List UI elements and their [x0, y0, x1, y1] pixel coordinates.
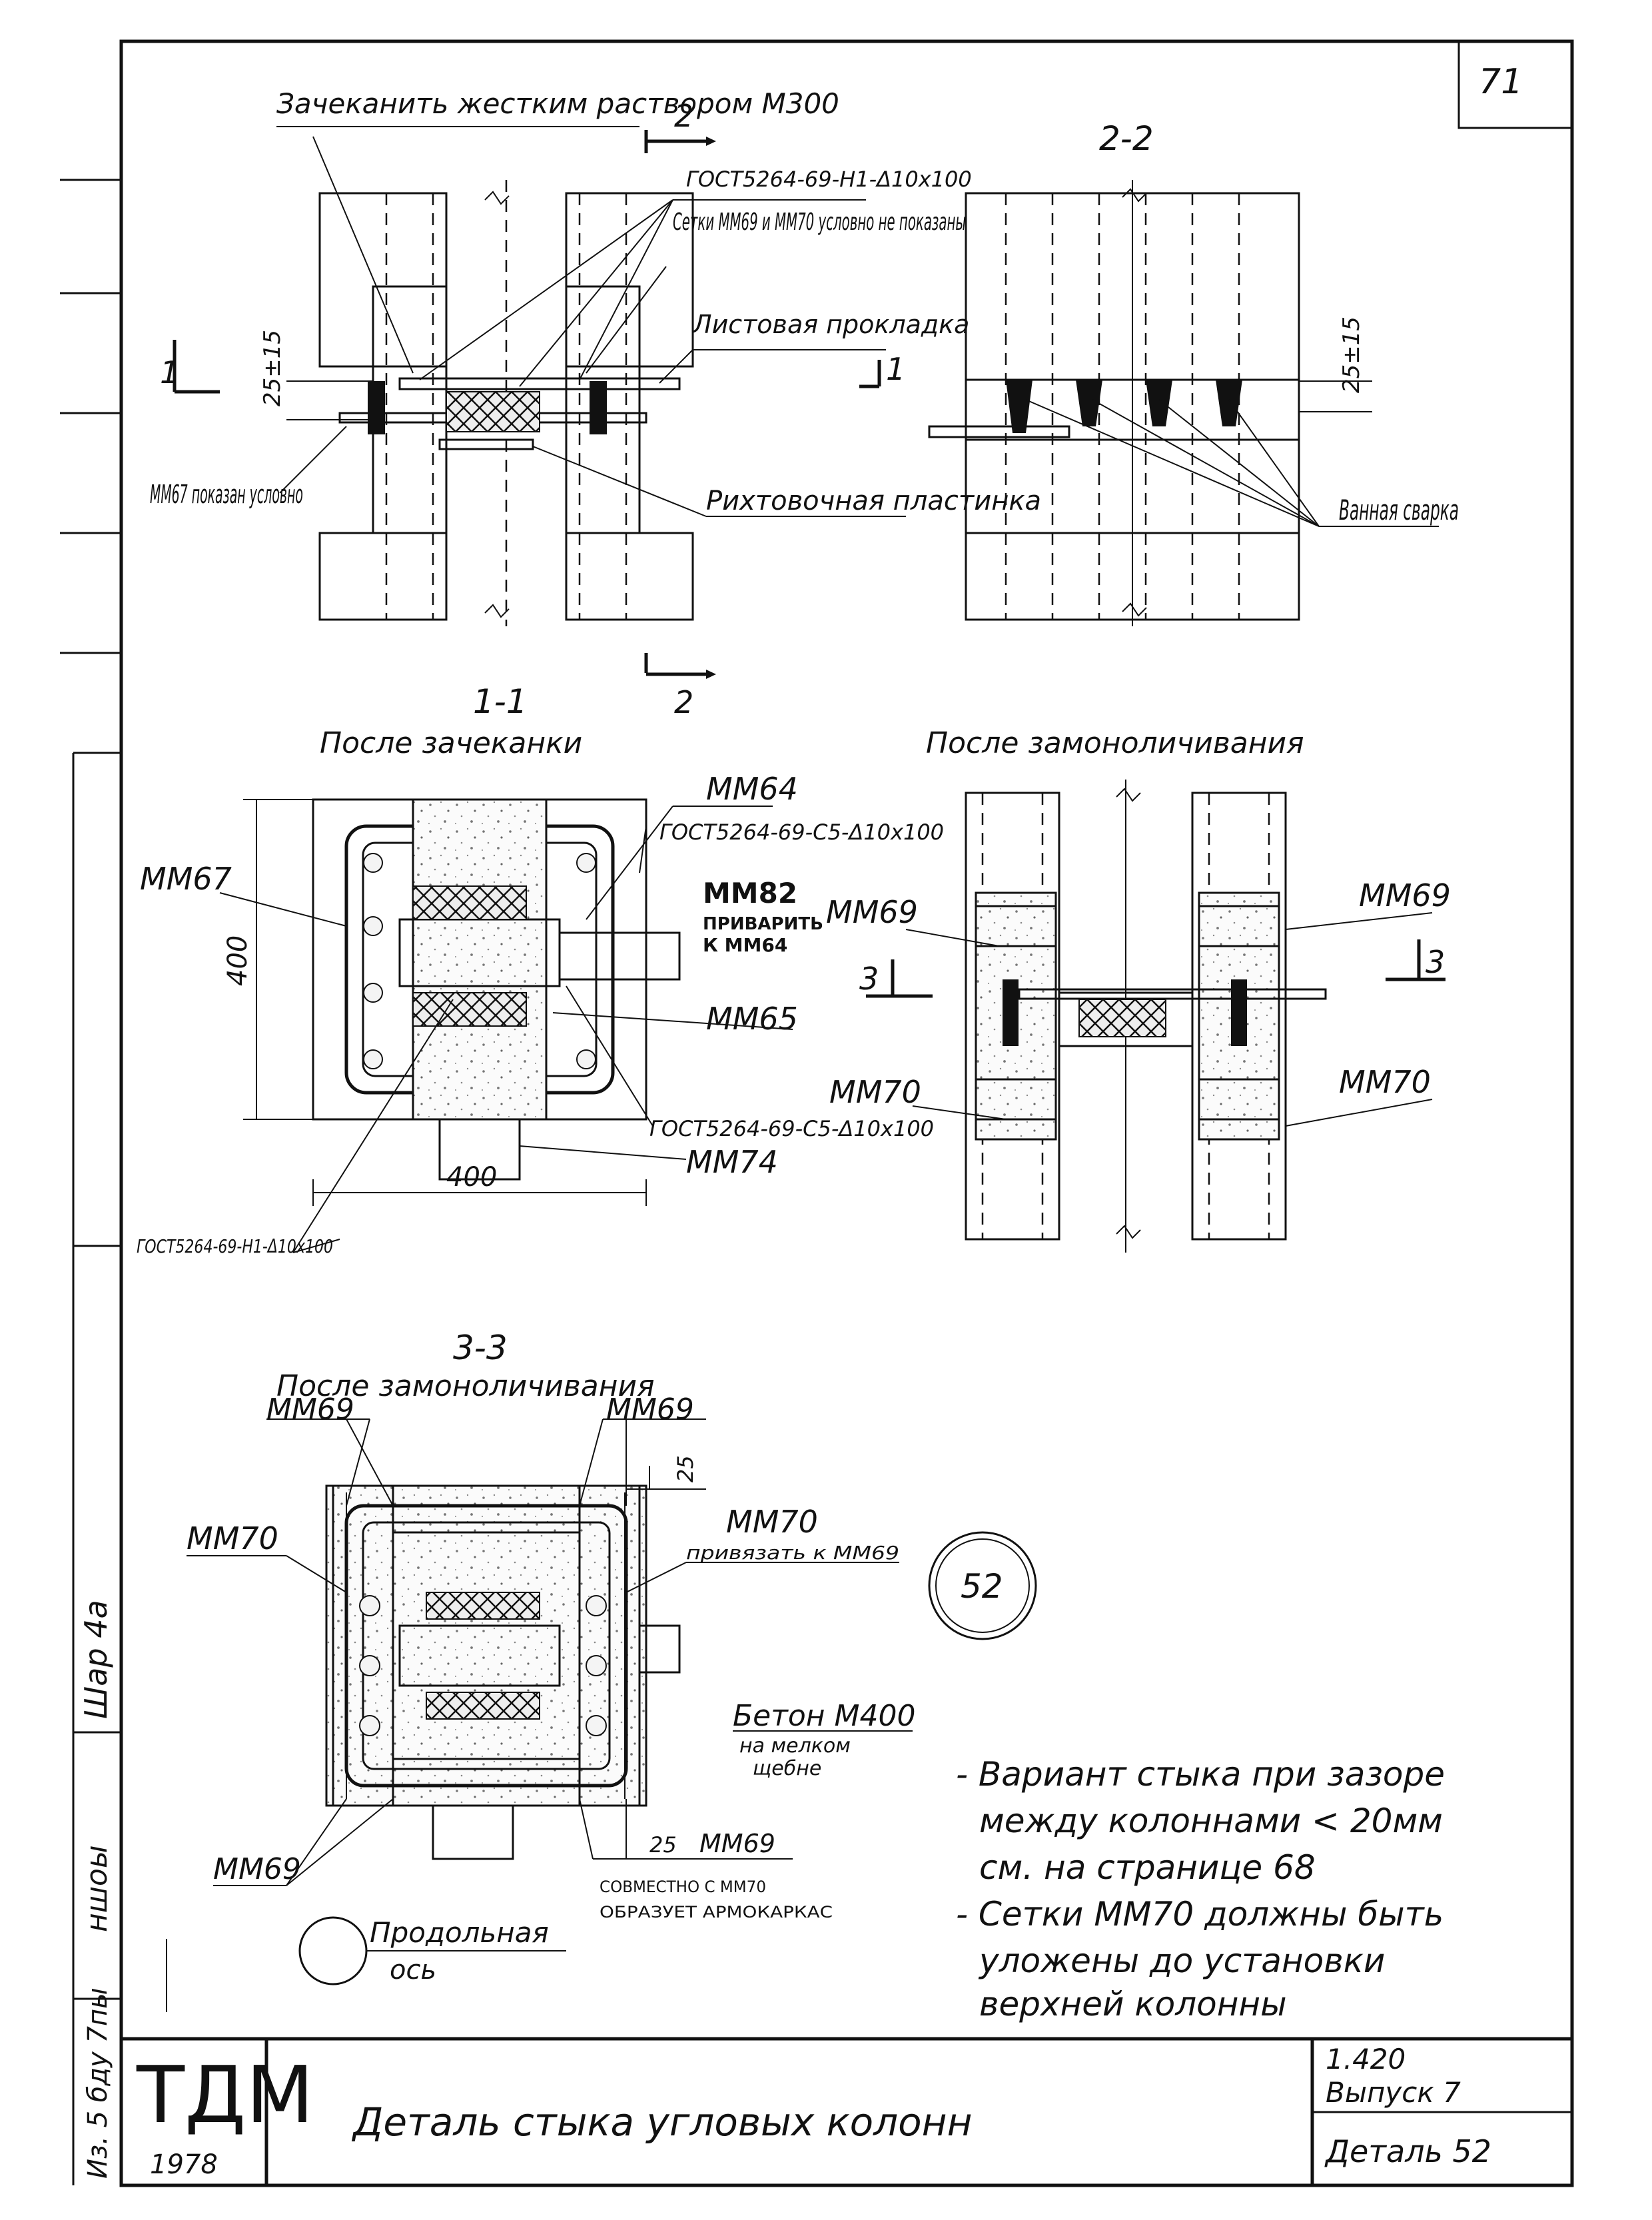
gost-3-label: ГОСТ5264-69-С5-Δ10х100	[649, 1116, 934, 1141]
mm69-bottom-left-label: ММ69	[213, 1852, 301, 1886]
title-org: ТДМ	[136, 2049, 314, 2141]
dim-25-top: 25	[673, 1455, 698, 1482]
mm70-right-label: ММ70	[1339, 1064, 1431, 1100]
note-line-3: см. на странице 68	[979, 1848, 1316, 1887]
detail-marker-label: 52	[961, 1567, 1003, 1606]
title-year: 1978	[150, 2149, 218, 2180]
section-2-2: 2-2 25±15 Ванная сварка	[928, 119, 1459, 626]
mm69-top-right-label: ММ69	[606, 1392, 694, 1426]
notes-block: - Вариант стыка при зазоре между колонна…	[956, 1755, 1445, 2023]
section-1-1-plan: 1-1 После зачеканки 400 400 ММ64	[137, 682, 944, 1257]
note-line-4: - Сетки ММ70 должны быть	[956, 1895, 1444, 1934]
page-number: 71	[1479, 62, 1523, 102]
section-3-3-title: 3-3	[453, 1329, 508, 1367]
shim-plate-label: Рихтовочная пластинка	[706, 486, 1041, 516]
title-block: ТДМ 1978 Деталь стыка угловых колонн 1.4…	[121, 2037, 1572, 2185]
mm69-right-label: ММ69	[1359, 877, 1451, 913]
mm82-label: ММ82	[703, 877, 797, 909]
mm69-left-label: ММ69	[826, 894, 918, 930]
section-1-1-title: 1-1	[473, 682, 528, 721]
section-1-1-subtitle: После зачеканки	[320, 726, 582, 760]
mm70-left-label-3: ММ70	[187, 1520, 278, 1556]
mm74-label: ММ74	[686, 1144, 778, 1180]
cage-note-2: ОБРАЗУЕТ АРМОКАРКАС	[600, 1903, 833, 1922]
note-line-6: верхней колонны	[979, 1985, 1287, 2023]
mm69-bottom-right-label: ММ69	[699, 1829, 775, 1858]
section-monolith-subtitle: После замоноличивания	[926, 726, 1304, 760]
dim-25-left: 25±15	[259, 330, 286, 406]
margin-stamp-3: Из. 5 бду 7пы	[83, 1987, 113, 2179]
cut-1-right-label: 1	[886, 351, 905, 387]
margin-stamp-2: ншоы	[80, 1845, 114, 1932]
drawing-title: Деталь стыка угловых колонн	[351, 2099, 973, 2145]
nets-note: Сетки ММ69 и ММ70 условно не показаны	[673, 209, 966, 236]
sheet-pad-label: Листовая прокладка	[691, 310, 969, 339]
mm64-label: ММ64	[706, 771, 798, 807]
concrete-label-1: Бетон М400	[733, 1699, 916, 1733]
title-detail: Деталь 52	[1324, 2133, 1491, 2169]
title-issue: Выпуск 7	[1326, 2076, 1461, 2109]
mm82-note-2: К ММ64	[703, 934, 787, 956]
left-margin-strip: Шар 4а ншоы Из. 5 бду 7пы	[60, 179, 121, 2185]
section-3-3: 3-3 После замоноличивания 25	[166, 1329, 1037, 2012]
dim-400-vertical: 400	[222, 935, 253, 986]
detail-marker-circle	[928, 1531, 1037, 1640]
axis-label-1: Продольная	[370, 1916, 549, 1949]
axis-marker	[298, 1916, 368, 1985]
cut-3-left-label: 3	[859, 961, 879, 997]
mm70-right-note: привязать к ММ69	[686, 1542, 899, 1564]
section-1-elevation: 25±15 2 2 1 1 Зачеканить жестким раствор	[150, 87, 1041, 720]
note-line-1: - Вариант стыка при зазоре	[956, 1755, 1445, 1794]
title-series: 1.420	[1326, 2043, 1406, 2075]
gost-1-label: ГОСТ5264-69-Н1-Δ10х100	[686, 167, 972, 192]
weld-note: Ванная сварка	[1339, 494, 1459, 526]
dim-25-right: 25±15	[1338, 316, 1365, 393]
note-line-2: между колоннами < 20мм	[979, 1802, 1443, 1840]
mm82-note-1: ПРИВАРИТЬ	[703, 914, 823, 934]
note-line-5: уложены до установки	[978, 1942, 1385, 1980]
cut-2-top-label: 2	[674, 98, 693, 134]
sheet-frame	[119, 39, 1574, 2187]
axis-label-2: ось	[390, 1955, 436, 1985]
section-3-3-subtitle: После замоноличивания	[276, 1369, 655, 1403]
gost-4-label: ГОСТ5264-69-Н1-Δ10х100	[137, 1235, 333, 1257]
mm67-note: ММ67 показан условно	[150, 480, 303, 509]
concrete-label-2: на мелком	[739, 1734, 851, 1758]
cut-2-bottom-label: 2	[674, 684, 693, 720]
cut-1-left-label: 1	[160, 354, 179, 390]
section-monolith: После замоноличивания 3 3 ММ	[826, 726, 1451, 1253]
gost-2-label: ГОСТ5264-69-С5-Δ10х100	[659, 820, 944, 845]
section-2-2-title: 2-2	[1099, 119, 1154, 158]
mm70-right-label-3: ММ70	[726, 1504, 818, 1540]
note-caulk: Зачеканить жестким раствором М300	[276, 87, 839, 120]
mm70-left-label: ММ70	[829, 1074, 921, 1110]
margin-stamp-1: Шар 4а	[78, 1600, 114, 1719]
concrete-label-3: щебне	[753, 1757, 821, 1780]
cage-note-1: СОВМЕСТНО С ММ70	[600, 1878, 766, 1896]
cut-3-right-label: 3	[1426, 944, 1445, 980]
mm67-label: ММ67	[140, 861, 232, 897]
page-number-box	[1457, 40, 1573, 129]
mm69-top-left-label: ММ69	[266, 1392, 354, 1426]
dim-25-bottom: 25	[649, 1832, 677, 1858]
dim-400-horizontal: 400	[446, 1162, 497, 1193]
mm65-label: ММ65	[706, 1001, 798, 1037]
